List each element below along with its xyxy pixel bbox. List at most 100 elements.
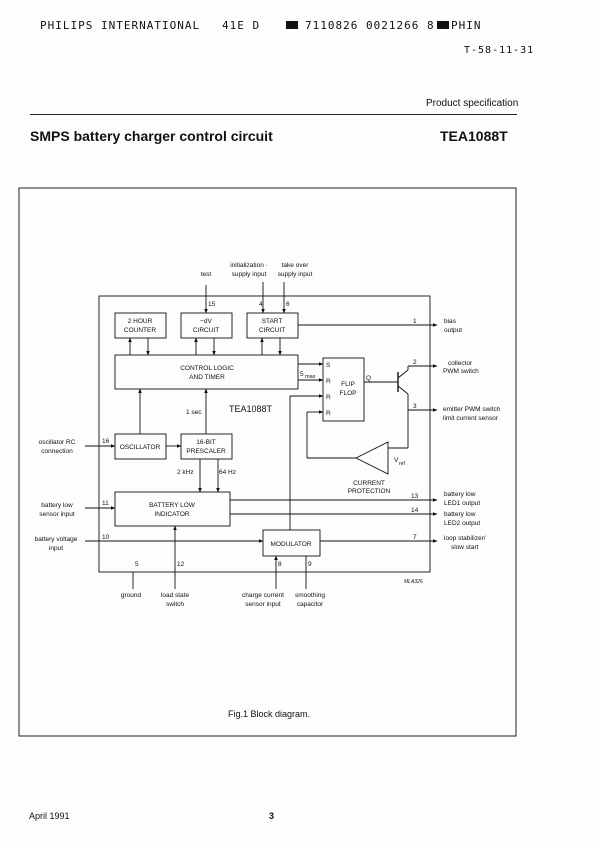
current-protection-label-1: CURRENT [353, 480, 385, 487]
scan-black-bar [286, 21, 298, 29]
flip-flop-block [322, 357, 365, 422]
modulator-block [262, 529, 321, 557]
label-chargecur-2: sensor input [245, 601, 281, 608]
pin-6: 6 [286, 301, 290, 308]
pin-11: 11 [102, 500, 109, 507]
header-rule [30, 114, 517, 115]
chip-boundary [98, 295, 431, 573]
figure-code: MLA326 [404, 579, 423, 585]
freq-1sec: 1 sec [186, 409, 202, 416]
doc-title: SMPS battery charger control circuit [30, 128, 273, 144]
pin-13: 13 [411, 493, 419, 500]
pin-9: 9 [308, 561, 312, 568]
pin-2: 2 [413, 359, 417, 366]
pin-10: 10 [102, 534, 110, 541]
figure-frame [18, 187, 517, 737]
label-batvolt-2: input [49, 545, 63, 552]
label-loadstate-1: load state [161, 592, 190, 599]
label-led2-1: battery low [444, 511, 476, 518]
pin-7: 7 [413, 534, 417, 541]
start-circuit-label-1: START [262, 318, 283, 325]
flip-flop-label-2: FLOP [340, 390, 357, 397]
freq-64hz: 64 Hz [219, 469, 236, 476]
scan-ref: T-58-11-31 [464, 45, 535, 56]
label-osc-2: connection [41, 448, 73, 455]
label-takeover-1: take over [282, 262, 310, 269]
dv-circuit-label-1: −dV [200, 318, 212, 325]
freq-2khz: 2 kHz [177, 469, 194, 476]
pin-14: 14 [411, 507, 419, 514]
pin-3: 3 [413, 403, 417, 410]
label-emitter-1: emitter PWM switch [443, 406, 501, 413]
label-bias-2: output [444, 327, 462, 334]
doc-type: Product specification [426, 98, 519, 109]
label-bias-1: bias [444, 318, 457, 325]
label-init-1: initialization · [230, 262, 268, 269]
label-batvolt-1: battery voltage [35, 536, 78, 543]
pin-16: 16 [102, 438, 110, 445]
pin-1: 1 [413, 318, 417, 325]
flip-flop-label-1: FLIP [341, 381, 355, 388]
figure-caption: Fig.1 Block diagram. [228, 709, 311, 719]
vref-sub: ref [399, 461, 405, 467]
smax-prefix: 5 [300, 371, 304, 378]
label-led1-2: LED1 output [444, 500, 480, 507]
start-circuit-label-2: CIRCUIT [259, 327, 285, 334]
hour-counter-label-1: 2 HOUR [128, 318, 153, 325]
pin-15: 15 [208, 301, 216, 308]
scan-number: 7110826 0021266 8 [305, 19, 435, 32]
vref-main: V [394, 457, 399, 464]
scan-company: PHILIPS INTERNATIONAL [40, 19, 201, 32]
ff-input-r2: R [326, 394, 331, 401]
label-takeover-2: supply input [278, 271, 313, 278]
label-init-2: supply input [232, 271, 267, 278]
start-circuit-block [246, 312, 299, 339]
oscillator-label: OSCILLATOR [120, 444, 161, 451]
label-loadstate-2: switch [166, 601, 184, 608]
footer-date: April 1991 [29, 811, 70, 821]
prescaler-label-2: PRESCALER [186, 448, 226, 455]
label-collector-1: collector [448, 360, 473, 367]
battery-low-indicator-label-2: INDICATOR [154, 511, 189, 518]
current-protection-comparator [354, 441, 389, 475]
ff-input-r3: R [326, 410, 331, 417]
pin-4: 4 [259, 301, 263, 308]
label-led2-2: LED2 output [444, 520, 480, 527]
doc-part: TEA1088T [440, 128, 508, 144]
hour-counter-block [114, 312, 167, 339]
label-batlow-1: battery low [41, 502, 73, 509]
chip-name: TEA1088T [229, 404, 273, 414]
label-led1-1: battery low [444, 491, 476, 498]
label-batlow-2: sensor input [39, 511, 75, 518]
label-collector-2: PWM switch [443, 368, 479, 375]
scan-tag: PHIN [451, 19, 482, 32]
battery-low-indicator-label-1: BATTERY LOW [149, 502, 196, 509]
label-loop-1: loop stabilizer/ [444, 535, 486, 542]
scan-tag-box [437, 21, 449, 29]
modulator-label: MODULATOR [271, 541, 312, 548]
prescaler-label-1: 16-BIT [196, 439, 216, 446]
label-emitter-2: limit current sensor [443, 415, 499, 422]
label-smoothing-2: capacitor [297, 601, 324, 608]
smax-sub: max [305, 374, 316, 380]
label-chargecur-1: charge current [242, 592, 284, 599]
ff-output-q: Q [366, 375, 371, 382]
label-smoothing-1: smoothing [295, 592, 325, 599]
control-logic-label-1: CONTROL LOGIC [180, 365, 234, 372]
scan-code: 41E D [222, 19, 261, 32]
dv-circuit-label-2: CIRCUIT [193, 327, 219, 334]
battery-low-indicator-block [114, 491, 231, 527]
pin-5: 5 [135, 561, 139, 568]
label-test: test [201, 271, 212, 278]
current-protection-label-2: PROTECTION [348, 488, 391, 495]
label-osc-1: oscillator RC [39, 439, 76, 446]
dv-circuit-block [180, 312, 233, 339]
pin-12: 12 [177, 561, 185, 568]
prescaler-block [180, 433, 233, 460]
ff-input-s: S [326, 362, 331, 369]
ff-input-r1: R [326, 378, 331, 385]
hour-counter-label-2: COUNTER [124, 327, 156, 334]
pin-8: 8 [278, 561, 282, 568]
control-logic-block [114, 354, 299, 390]
